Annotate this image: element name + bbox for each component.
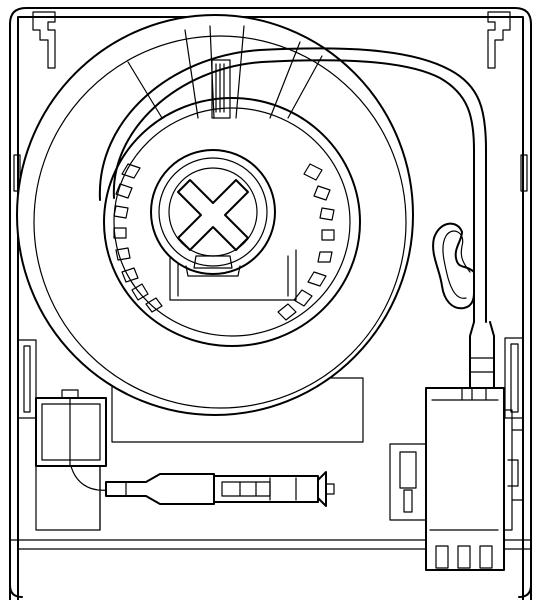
hub-cross [177, 179, 249, 251]
pump-head [389, 387, 524, 571]
tubing [69, 47, 495, 491]
hub [150, 149, 297, 301]
ratchet-left [113, 163, 163, 313]
clamp-block [35, 389, 107, 467]
syringe [105, 471, 335, 507]
ratchet-right [277, 163, 335, 321]
housing [9, 7, 532, 600]
